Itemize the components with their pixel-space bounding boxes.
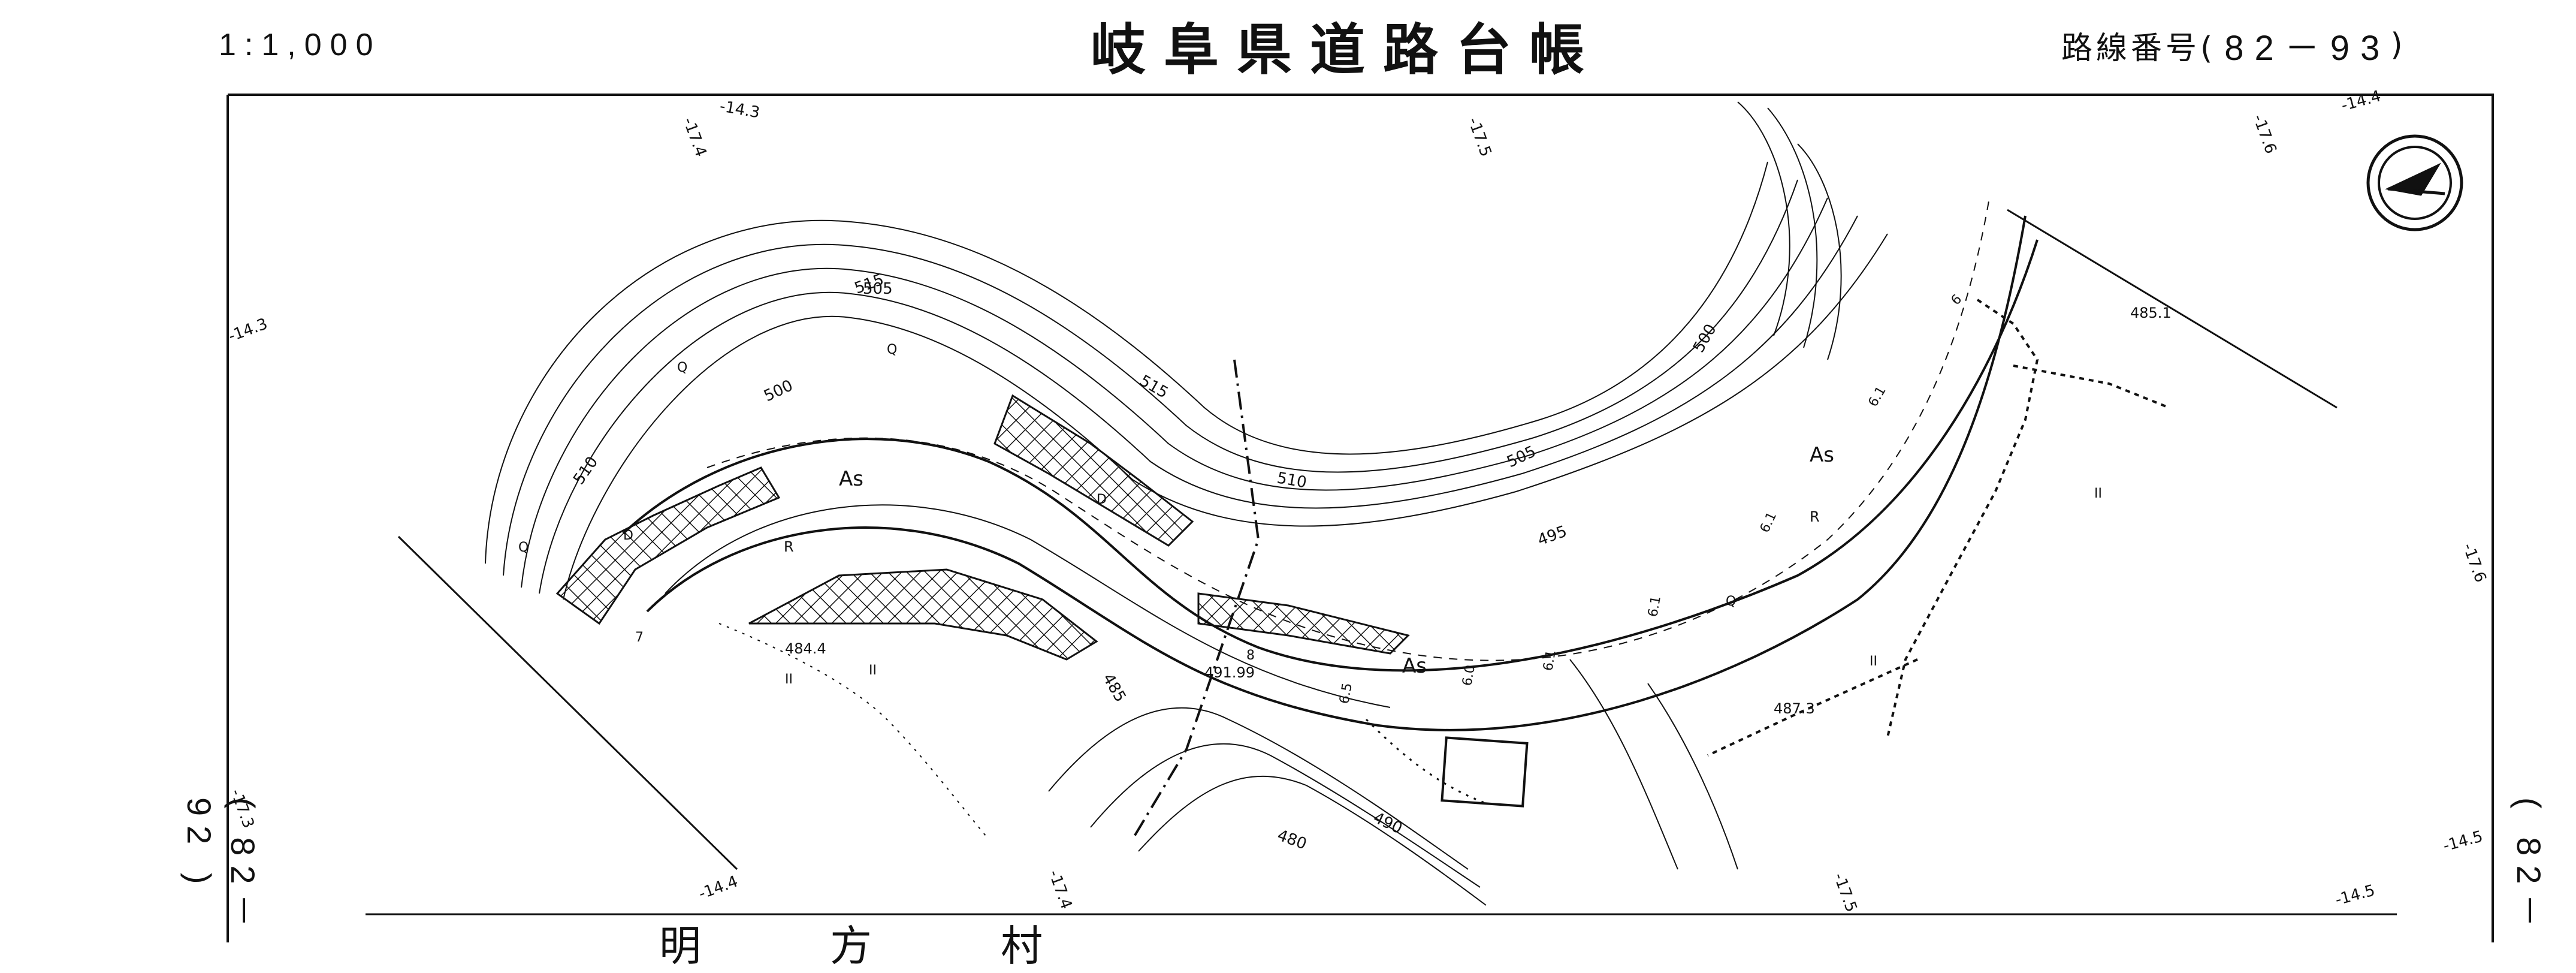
road-width-label: 6.1: [1541, 649, 1559, 672]
road-centerline: [706, 197, 1990, 661]
surface-label: As: [1402, 654, 1427, 678]
road-width-label: 6.5: [1337, 682, 1355, 705]
radius-label: R: [1810, 508, 1820, 525]
grid-label: -14.3: [226, 315, 270, 345]
contour-label: 510: [570, 453, 602, 488]
map-symbol: Q: [887, 342, 897, 357]
route-close: ): [2390, 27, 2406, 63]
grid-label: -14.3: [718, 97, 761, 122]
grid-label: -17.6: [2249, 112, 2279, 156]
building-footprint: [1440, 736, 1529, 808]
contour-label: 495: [1535, 522, 1569, 549]
grid-label: -17.5: [1829, 870, 1860, 914]
contour-label: 505: [863, 280, 893, 298]
surface-label: As: [839, 467, 863, 491]
north-arrow-icon: [2366, 134, 2463, 231]
map-symbol: II: [785, 672, 793, 687]
dotted-path: [1365, 718, 1487, 805]
map-symbol: II: [869, 663, 877, 678]
map-scale: 1:1,000: [219, 28, 382, 62]
map-symbol: II: [2094, 486, 2102, 501]
side-road-top-edge: [2013, 365, 2170, 409]
map-symbol: Q: [1726, 594, 1736, 609]
road-edge-inner: [646, 215, 2027, 731]
grid-label: -14.5: [2441, 827, 2485, 855]
road-width-label: 6.1: [1757, 510, 1780, 535]
side-label-right: ( 82－: [2510, 797, 2548, 937]
map-symbol: Q: [677, 360, 687, 375]
grid-label: -17.6: [2459, 541, 2489, 585]
road-width-label: 6.1: [1866, 384, 1889, 409]
contour-label: 505: [1504, 442, 1539, 471]
contour-label: 515: [1137, 372, 1171, 402]
parcel-boundary-left: [397, 535, 738, 870]
contour-label: 485: [1099, 671, 1130, 706]
village-name-char: 村: [1001, 921, 1043, 971]
dotted-boundary: [718, 623, 989, 840]
radius-label: R: [784, 538, 794, 555]
map-symbol: Q: [518, 540, 529, 555]
route-number-value: 82－93: [2224, 29, 2391, 68]
spot-elevation: 487.3: [1774, 700, 1815, 717]
road-width-label: 6: [1949, 292, 1965, 309]
retaining-wall-left: [555, 466, 781, 625]
road-width-label: 6.0: [1460, 664, 1478, 687]
grid-label: -17.5: [1464, 115, 1494, 159]
grid-label: -14.5: [2333, 881, 2377, 909]
road-width-label: 7: [635, 630, 644, 645]
village-name-char: 明: [659, 921, 701, 971]
parcel-boundary: [2007, 209, 2338, 409]
road-width-label: 6.1: [1645, 595, 1664, 618]
route-label: 路線番号(: [2061, 30, 2216, 67]
contour-label: 500: [761, 376, 796, 405]
road-width-label: 8: [1246, 648, 1255, 663]
spot-elevation: 485.1: [2130, 305, 2172, 321]
contour-label: 510: [1276, 469, 1308, 492]
retaining-wall-right: [1197, 592, 1410, 655]
retaining-wall-lower: [748, 568, 1098, 661]
grid-label: -17.4: [1044, 867, 1075, 911]
side-label-left: ( 82－92 ): [180, 797, 262, 937]
section-line: [1131, 359, 1260, 841]
side-road-edge: [1886, 299, 2039, 738]
road-map: As As As R R 515 505 500 515 510 505 500…: [226, 87, 2494, 942]
page-title: 岐阜県道路台帳: [1091, 17, 1603, 82]
map-frame: [227, 94, 2494, 942]
grid-label: -17.4: [679, 115, 709, 159]
map-symbol: II: [1870, 654, 1877, 669]
lower-contours: [1048, 659, 1738, 906]
retaining-wall-center: [993, 394, 1194, 547]
contour-label: 480: [1275, 826, 1309, 853]
map-symbol: D: [623, 528, 633, 543]
map-symbol: D: [1097, 492, 1107, 507]
grid-label: -14.4: [696, 872, 740, 903]
route-number: 路線番号( 82－93 ): [2061, 0, 2406, 90]
grid-label: -14.4: [2339, 87, 2383, 115]
village-name-char: 方: [830, 921, 872, 971]
surface-label: As: [1810, 443, 1834, 467]
spot-elevation: 491.99: [1204, 664, 1255, 681]
spot-elevation: 484.4: [785, 640, 826, 657]
road-curb: [665, 504, 1391, 708]
road-edge-outer: [622, 239, 2039, 672]
upper-contours: [485, 101, 1888, 600]
